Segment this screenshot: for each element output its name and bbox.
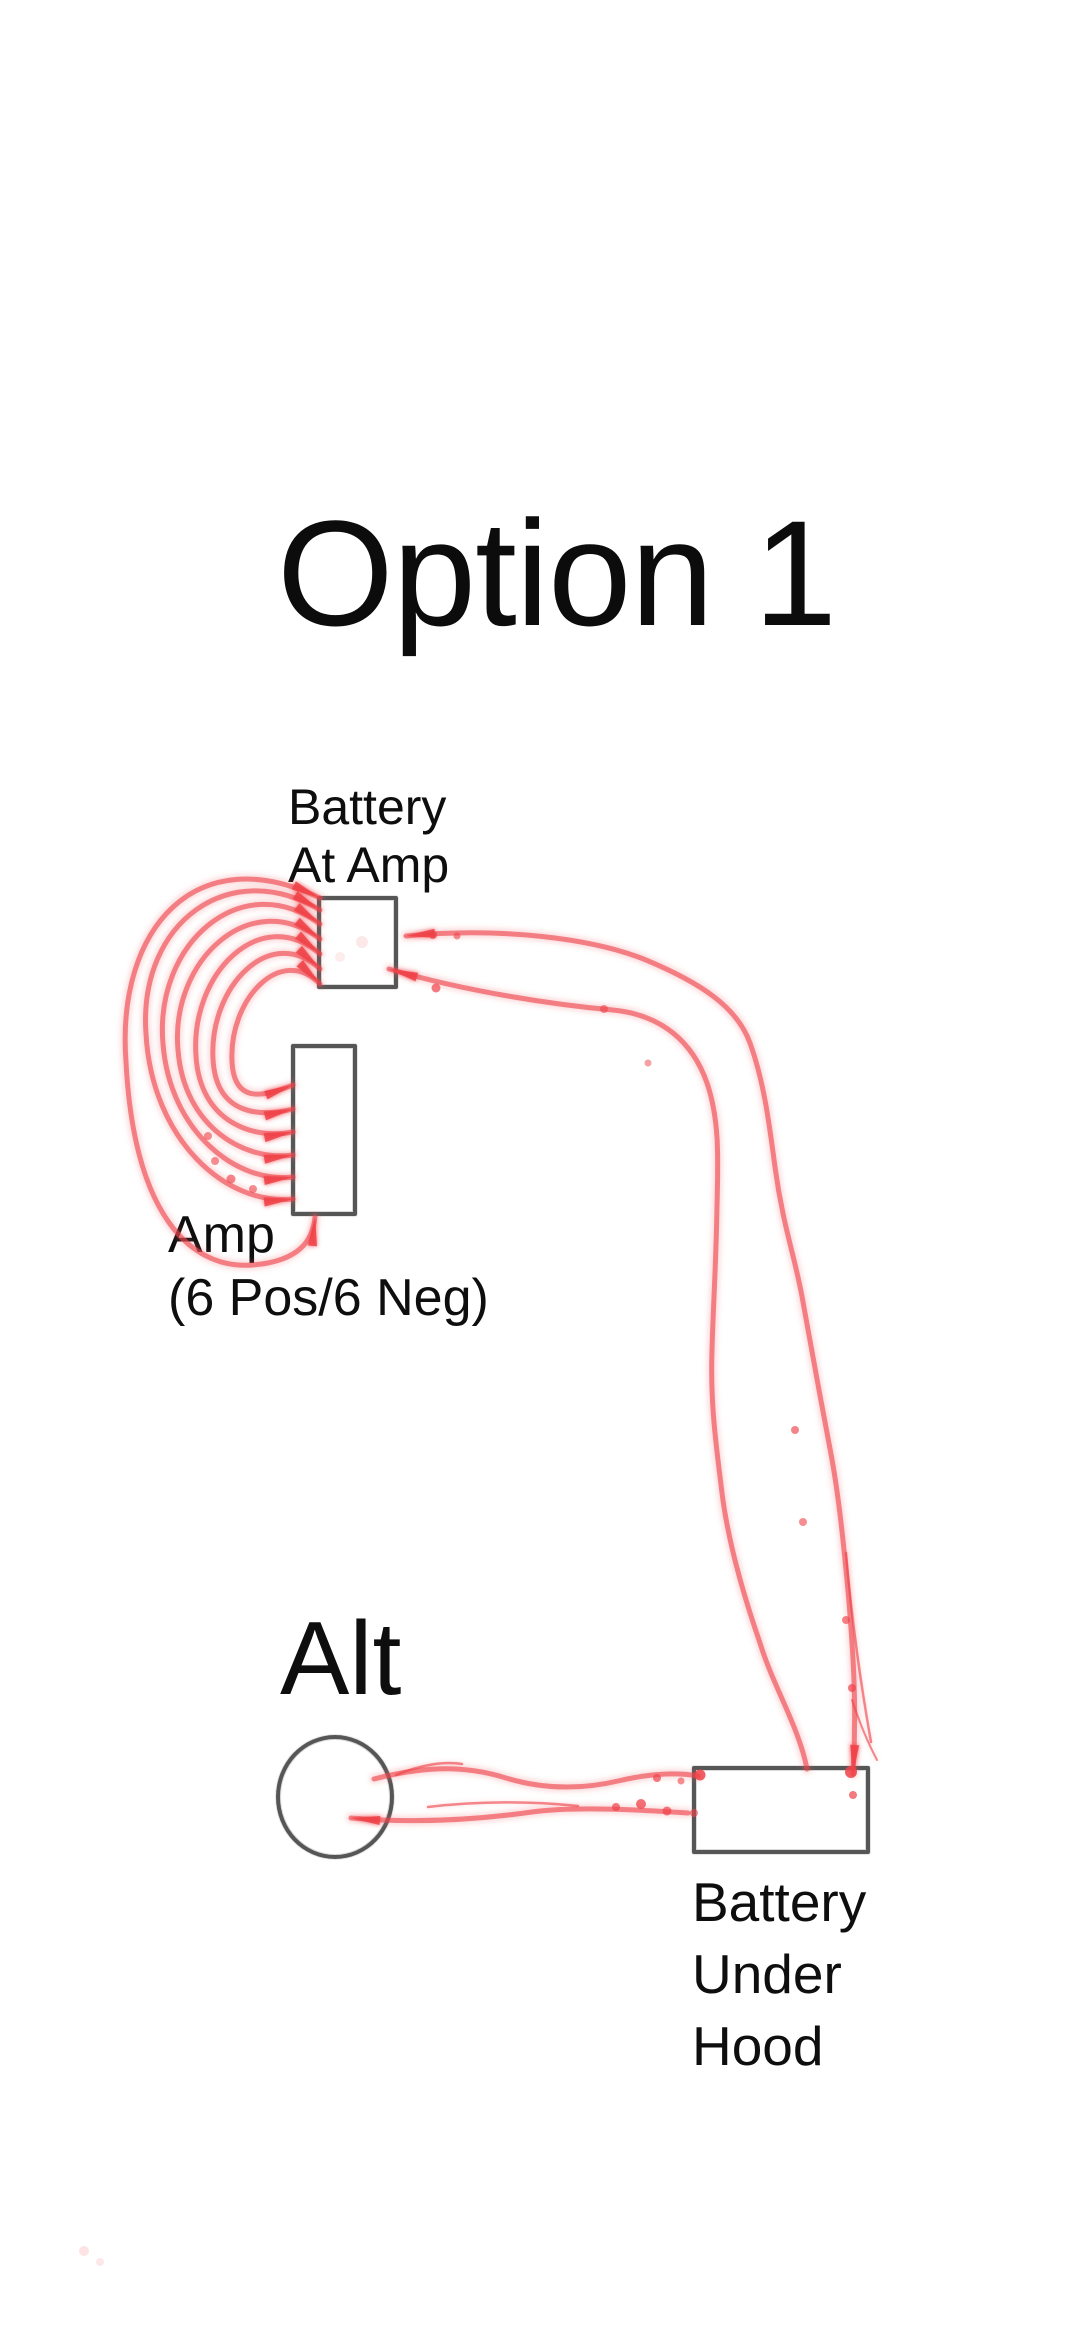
- node-label-amp: Amp (6 Pos/6 Neg): [168, 1206, 489, 1327]
- amp-box: [291, 1044, 357, 1216]
- page-title: Option 1: [277, 489, 837, 657]
- battery-under-hood-box: [692, 1766, 870, 1854]
- node-label-battery-under-hood: Battery Under Hood: [692, 1871, 867, 2077]
- node-label-alt: Alt: [280, 1601, 402, 1717]
- wire-glow-layer: [125, 879, 877, 1821]
- wire-core-layer: [125, 879, 877, 1821]
- node-label-battery-at-amp: Battery At Amp: [288, 779, 450, 893]
- alt-circle: [276, 1735, 394, 1859]
- battery-at-amp-box: [317, 896, 398, 989]
